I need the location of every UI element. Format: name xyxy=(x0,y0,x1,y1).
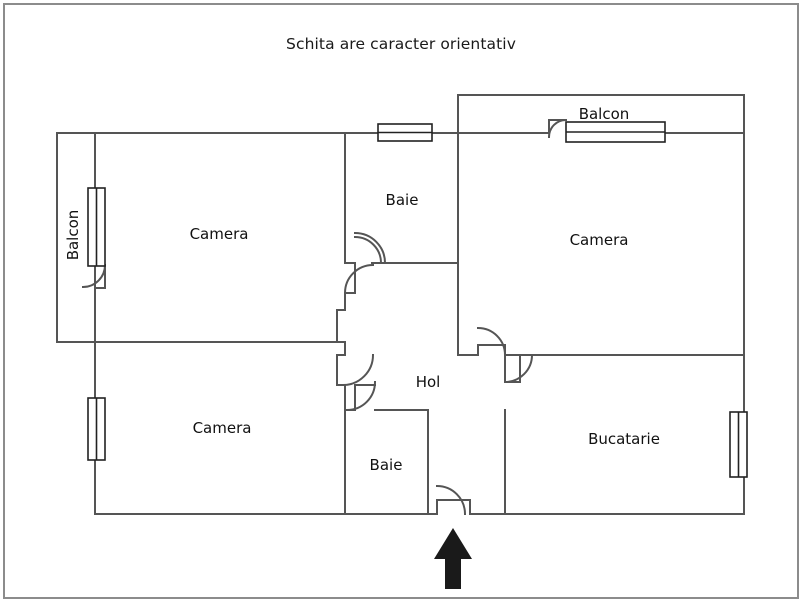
door-arc-balcon-left xyxy=(81,263,107,289)
entrance-direction-arrow xyxy=(434,528,472,589)
door-arc-camera-hall-lower xyxy=(341,353,375,387)
room-label-camera-right: Camera xyxy=(570,231,629,249)
room-label-balcon-top: Balcon xyxy=(579,105,630,123)
walls-group xyxy=(56,94,745,516)
door-arc-camera-top-left xyxy=(353,231,387,265)
door-arc-baie-top xyxy=(353,235,383,265)
door-arc-camera-hall-upper xyxy=(343,263,375,295)
room-label-balcon-left: Balcon xyxy=(64,210,82,261)
jamb-camera-bottom-left-door xyxy=(336,309,346,343)
wall-balcon-top-outer xyxy=(457,94,745,134)
jamb-camera-bottom-left-door2 xyxy=(336,354,346,386)
room-label-baie-top: Baie xyxy=(386,191,419,209)
room-label-baie-bottom: Baie xyxy=(370,456,403,474)
windows-group xyxy=(87,121,748,478)
jamb-camera-right-door xyxy=(477,344,506,356)
page-title: Schita are caracter orientativ xyxy=(286,35,516,53)
jamb-balcon-left-door xyxy=(94,264,106,289)
door-arc-bucatarie xyxy=(503,353,534,384)
jamb-entrance-door xyxy=(436,499,471,515)
door-arc-baie-bottom xyxy=(345,380,377,412)
room-label-hol: Hol xyxy=(416,373,441,391)
room-label-camera-bottom-left: Camera xyxy=(193,419,252,437)
door-arc-balcon-top xyxy=(547,118,568,139)
room-label-camera-top-left: Camera xyxy=(190,225,249,243)
door-arc-entrance xyxy=(435,484,467,516)
room-label-bucatarie: Bucatarie xyxy=(588,430,660,448)
door-arc-camera-right-south xyxy=(476,326,507,357)
